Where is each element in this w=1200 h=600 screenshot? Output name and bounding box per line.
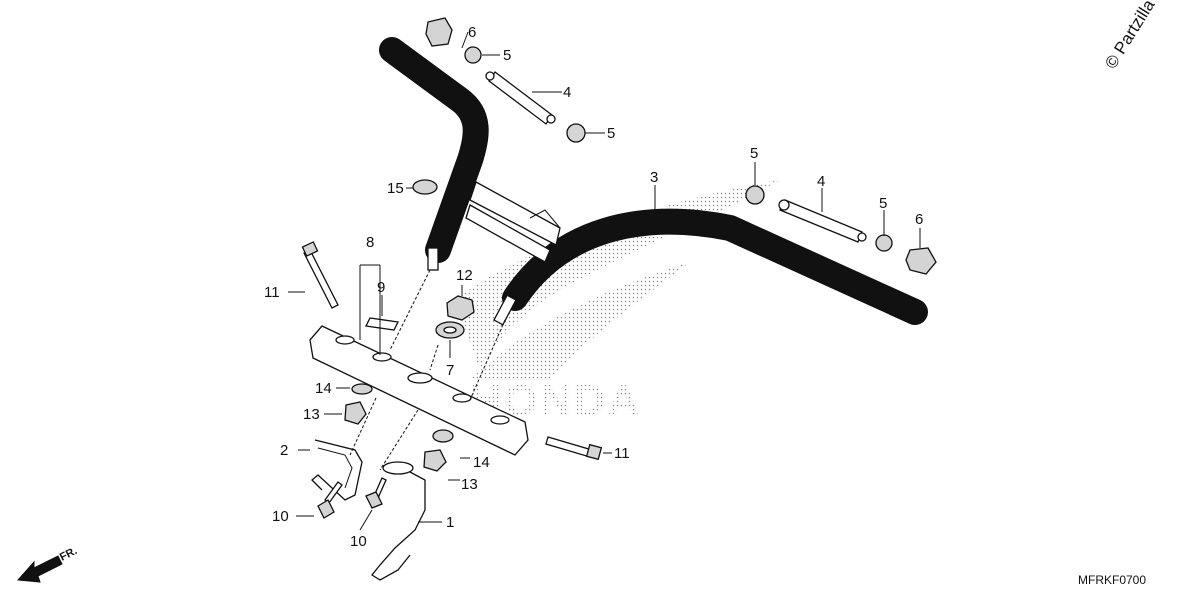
part-6-left <box>425 17 453 47</box>
part-4-right <box>778 199 867 243</box>
callout-4-right: 4 <box>817 173 825 190</box>
callout-5-right-bottom: 5 <box>879 195 887 212</box>
switch-bracket <box>465 181 561 263</box>
part-13-left <box>344 401 367 425</box>
part-13-right <box>423 449 447 472</box>
callout-15: 15 <box>387 180 404 197</box>
part-12-nut <box>446 295 475 321</box>
leader-lines <box>288 31 921 531</box>
bolt-10-right <box>365 477 387 509</box>
callout-8: 8 <box>366 234 374 251</box>
diagram-code: MFRKF0700 <box>1078 573 1146 587</box>
part-14-left <box>351 383 373 395</box>
callout-1: 1 <box>446 514 454 531</box>
callout-11-right: 11 <box>614 445 630 462</box>
callout-7: 7 <box>446 362 454 379</box>
handlebar-lower-holder <box>309 325 529 456</box>
part-14-right <box>432 429 454 443</box>
direction-label: FR. <box>58 545 79 564</box>
copyright-text: © Partzilla <box>1101 0 1159 72</box>
callout-14-right: 14 <box>473 454 490 471</box>
part-6-right <box>905 247 937 275</box>
callout-11-left: 11 <box>264 284 280 301</box>
front-arrow-icon: FR. <box>16 545 79 583</box>
part-5-left-top <box>464 46 482 64</box>
callout-4-left: 4 <box>563 84 571 101</box>
callout-9: 9 <box>377 279 385 296</box>
bolt-11-right <box>545 436 603 461</box>
callout-13-left: 13 <box>303 406 320 423</box>
callout-3: 3 <box>650 169 658 186</box>
callout-6-left: 6 <box>468 24 476 41</box>
callout-5-left-top: 5 <box>503 47 511 64</box>
part-4-left <box>485 71 556 125</box>
part-1-clamp <box>371 461 426 581</box>
callout-6-right: 6 <box>915 211 923 228</box>
callout-14-left: 14 <box>315 380 332 397</box>
part-7-washer <box>435 321 465 339</box>
callout-5-right-top: 5 <box>750 145 758 162</box>
callout-10-right: 10 <box>350 533 367 550</box>
part-9-shim <box>365 317 399 331</box>
callout-10-left: 10 <box>272 508 289 525</box>
part-5-right-bottom <box>875 234 893 252</box>
part-5-left-bottom <box>566 123 586 143</box>
part-2-clamp <box>311 439 363 501</box>
callout-5-left-bottom: 5 <box>607 125 615 142</box>
part-5-right-top <box>745 185 765 205</box>
bolt-10-left <box>317 481 343 519</box>
part-15-clip <box>412 179 438 195</box>
bolt-11-left <box>301 241 339 309</box>
handlebar <box>379 37 928 326</box>
callout-12: 12 <box>456 267 473 284</box>
callout-2: 2 <box>280 442 288 459</box>
callout-13-right: 13 <box>461 476 478 493</box>
